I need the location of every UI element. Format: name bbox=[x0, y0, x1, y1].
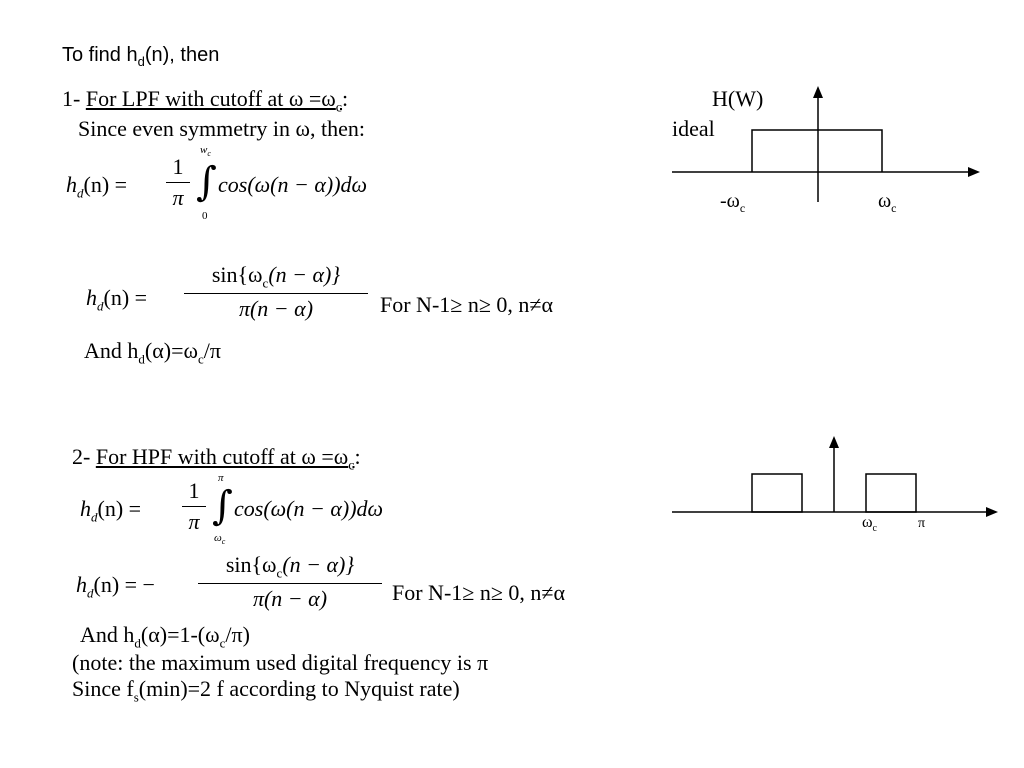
hpf-and-text: And hd(α)=1-(ωc/π) bbox=[80, 622, 250, 651]
hpf-eq2-fraction: sin{ωc(n − α)} π(n − α) bbox=[198, 552, 382, 612]
lpf-eq2-fraction: sin{ωc(n − α)} π(n − α) bbox=[184, 262, 368, 322]
hpf-note-line1: (note: the maximum used digital frequenc… bbox=[72, 650, 489, 675]
graph1-ideal-label: ideal bbox=[672, 116, 715, 141]
graph1-neg-cutoff-label: -ωc bbox=[720, 190, 746, 215]
lpf-eq1-lhs: hd(n) = bbox=[66, 172, 128, 201]
hpf-eq1-lhs: hd(n) = bbox=[80, 496, 142, 525]
hpf-note-line2: Since fs(min)=2 f according to Nyquist r… bbox=[72, 676, 460, 705]
graph1-title: H(W) bbox=[712, 86, 764, 111]
lpf-eq1-integral: ∫ bbox=[196, 159, 217, 205]
page-title: To find hd(n), then bbox=[62, 44, 220, 69]
lpf-heading: 1- For LPF with cutoff at ω =ωc: bbox=[62, 86, 349, 116]
hpf-condition: For N-1≥ n≥ 0, n≠α bbox=[392, 580, 566, 605]
lpf-and-text: And hd(α)=ωc/π bbox=[84, 338, 221, 367]
graph2-pi-label: π bbox=[918, 516, 926, 531]
lpf-eq1-upper-limit: wc bbox=[200, 144, 211, 159]
lpf-condition: For N-1≥ n≥ 0, n≠α bbox=[380, 292, 554, 317]
hpf-eq1-upper-limit: π bbox=[218, 472, 224, 484]
graph2-cutoff-label: ωc bbox=[862, 514, 877, 535]
hpf-eq1-integrand: cos(ω(n − α))dω bbox=[234, 496, 384, 521]
lpf-eq1-lower-limit: 0 bbox=[202, 210, 208, 222]
lpf-eq1-fraction: 1 π bbox=[166, 154, 190, 211]
graph1-pos-cutoff-label: ωc bbox=[878, 190, 897, 215]
lpf-eq1-integrand: cos(ω(n − α))dω bbox=[218, 172, 368, 197]
hpf-eq1-integral: ∫ bbox=[212, 483, 233, 529]
lpf-eq2-lhs: hd(n) = bbox=[86, 285, 148, 314]
hpf-eq1-lower-limit: ωc bbox=[214, 532, 226, 547]
hpf-eq2-lhs: hd(n) = − bbox=[76, 572, 155, 601]
lpf-symmetry-text: Since even symmetry in ω, then: bbox=[78, 116, 365, 141]
hpf-eq1-fraction: 1 π bbox=[182, 478, 206, 535]
hpf-heading: 2- For HPF with cutoff at ω =ωc: bbox=[72, 444, 361, 474]
